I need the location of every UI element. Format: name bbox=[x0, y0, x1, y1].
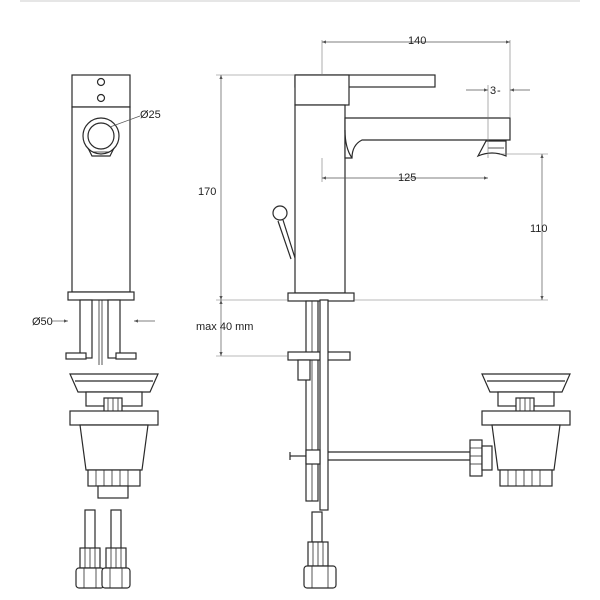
side-view: 140 3 - 125 110 170 max 40 mm bbox=[196, 35, 548, 589]
side-popup-rod bbox=[319, 299, 329, 511]
svg-text:-: - bbox=[497, 85, 501, 97]
side-spout bbox=[344, 117, 511, 159]
front-shank-left bbox=[79, 299, 93, 359]
spout-reach-label: 125 bbox=[398, 172, 416, 184]
front-cap-hole-top bbox=[96, 77, 106, 87]
spout-offset-label: 3 bbox=[490, 85, 496, 97]
front-lever-stub-left bbox=[65, 352, 87, 360]
spout-height-label: 110 bbox=[530, 223, 548, 235]
right-waste-assembly bbox=[469, 373, 571, 487]
handle-diameter-label: Ø25 bbox=[140, 109, 161, 121]
side-body bbox=[294, 104, 346, 294]
body-diameter-label: Ø50 bbox=[32, 316, 53, 328]
side-hose-nut bbox=[303, 565, 337, 589]
front-view: Ø25 Ø50 bbox=[32, 74, 161, 589]
front-cap bbox=[71, 74, 131, 108]
overall-width-label: 140 bbox=[408, 35, 426, 47]
front-cap-hole-bottom bbox=[96, 93, 106, 103]
front-flexible-hoses bbox=[75, 509, 131, 589]
total-height-label: 170 bbox=[198, 186, 216, 198]
side-cartridge-head bbox=[294, 74, 350, 106]
counter-thickness-label: max 40 mm bbox=[196, 321, 253, 333]
handle-diameter-leader bbox=[109, 115, 141, 128]
front-lever-stub-right bbox=[115, 352, 137, 360]
side-linkage-rod bbox=[289, 449, 470, 465]
front-base-flange bbox=[67, 291, 135, 301]
front-waste-assembly bbox=[69, 373, 159, 499]
front-shank-right bbox=[107, 299, 121, 359]
top-border bbox=[20, 0, 580, 2]
side-fixing-plate bbox=[287, 351, 351, 361]
waste-side-nut bbox=[469, 439, 483, 477]
side-hose bbox=[311, 511, 323, 543]
side-fixing-nut bbox=[297, 359, 311, 381]
side-popup-knob bbox=[272, 205, 296, 260]
